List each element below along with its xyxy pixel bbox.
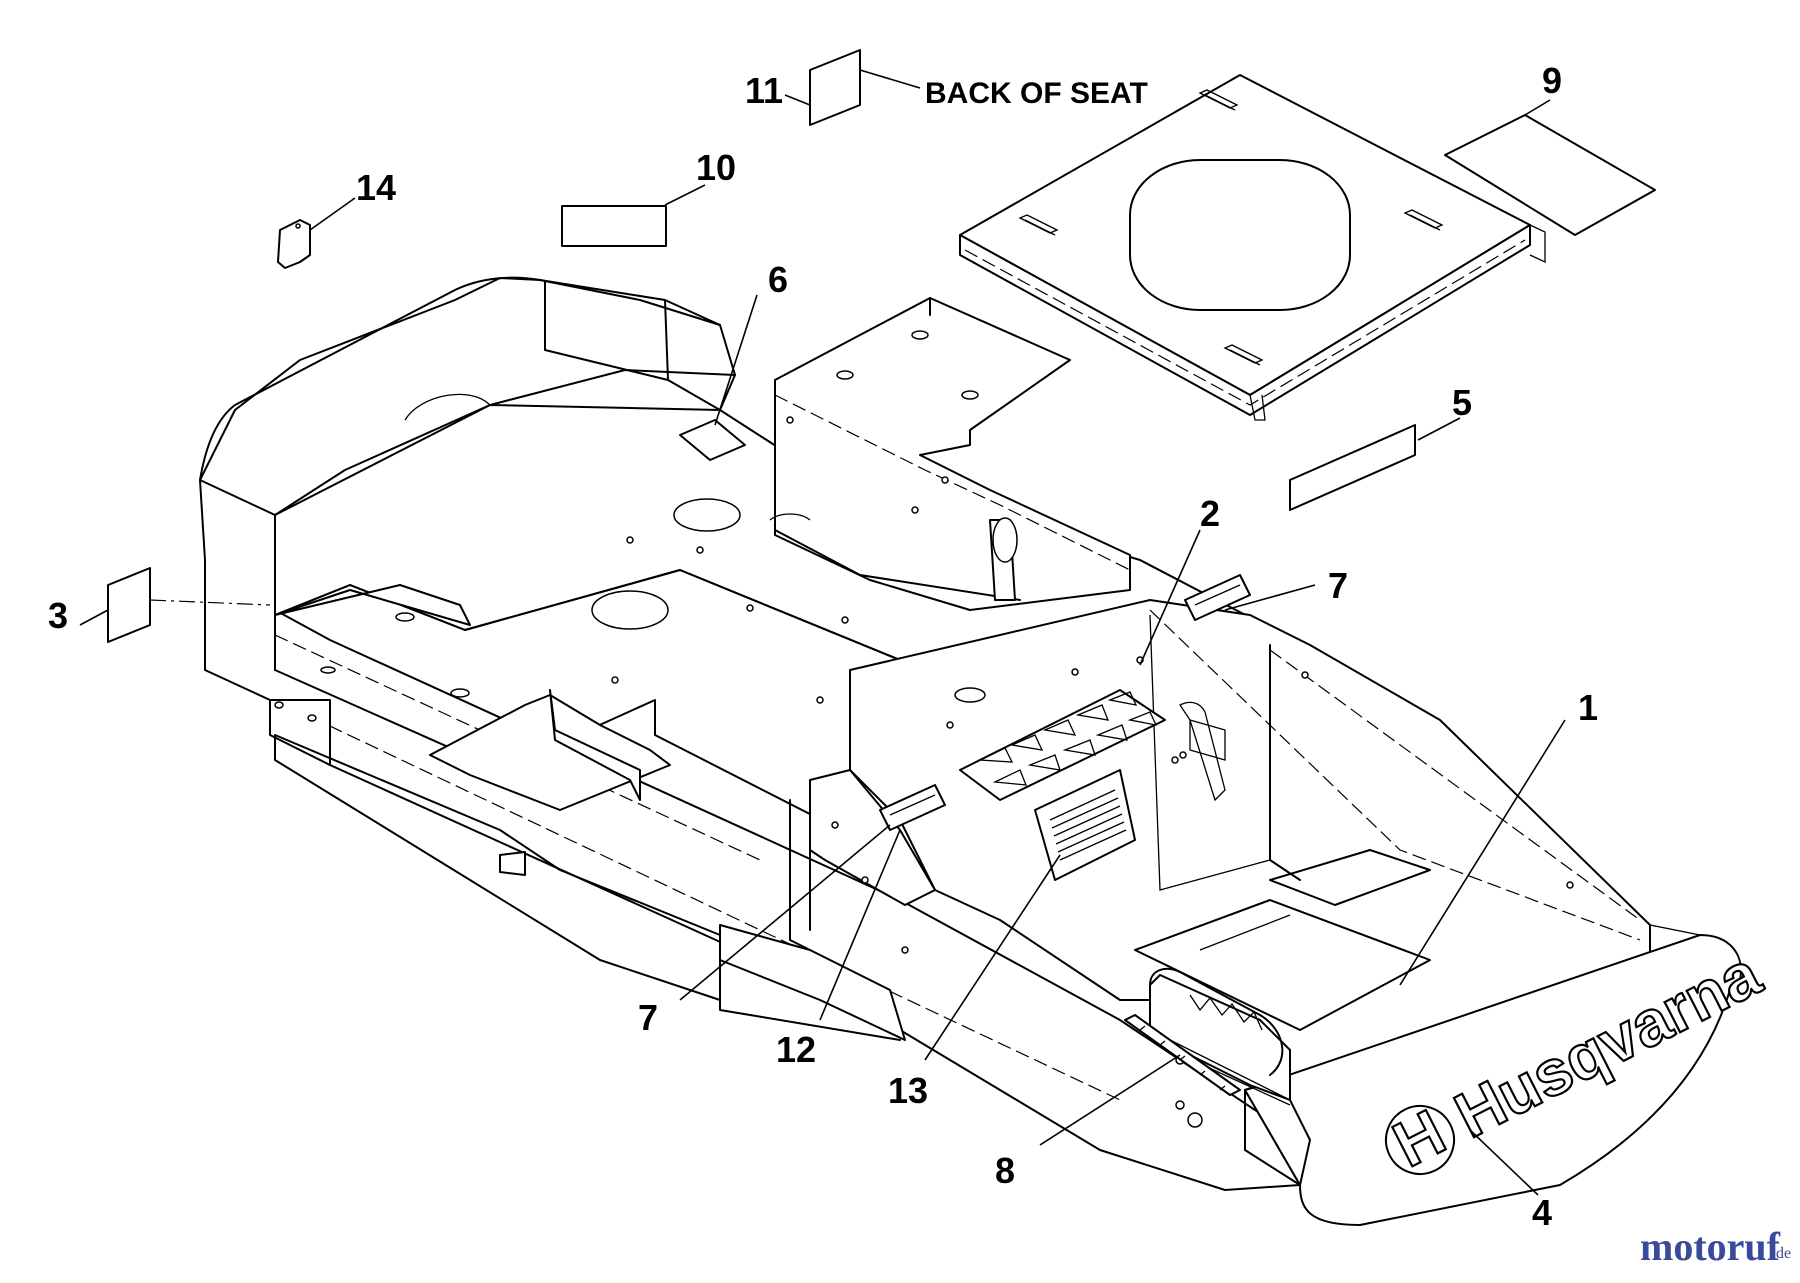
watermark-main: motoruf: [1640, 1224, 1781, 1269]
decal-1-floor-mat: [1269, 849, 1431, 906]
callout-12: 12: [776, 1029, 816, 1070]
chassis-frame: [199, 276, 1742, 1226]
warning-label-lines: [1049, 789, 1127, 861]
watermark-suffix: .de: [1772, 1245, 1791, 1262]
decal-7-left: [879, 784, 946, 831]
callout-7-right: 7: [1328, 565, 1348, 606]
back-of-seat-note: BACK OF SEAT: [925, 77, 1148, 110]
decal-9: [1444, 114, 1656, 236]
callout-5: 5: [1452, 382, 1472, 423]
watermark: motoruf .de: [1640, 1224, 1791, 1269]
safety-icon-strip: [977, 691, 1158, 786]
callout-9: 9: [1542, 60, 1562, 101]
decal-11: [809, 49, 861, 126]
seat-plate: [959, 74, 1546, 421]
decal-14: [277, 219, 311, 269]
callout-11: 11: [745, 70, 783, 111]
callout-4: 4: [1532, 1192, 1552, 1233]
loose-decals: [107, 49, 1656, 643]
decal-3: [107, 567, 151, 643]
callout-14: 14: [356, 167, 396, 208]
callout-3: 3: [48, 595, 68, 636]
decal-5: [1289, 424, 1416, 511]
callout-labels: 1 2 3 4 5 6 7 7 8 9 10 11 12 13 14 BACK …: [48, 60, 1598, 1233]
callout-2: 2: [1200, 493, 1220, 534]
decal-8-scale: [1124, 1014, 1241, 1096]
decal-2-safety-icons: [959, 689, 1166, 801]
decal-13-warning-label: [1034, 769, 1136, 881]
decal-10: [561, 205, 667, 247]
callout-13: 13: [888, 1070, 928, 1111]
decal-7-right: [1184, 574, 1251, 621]
callout-7-left: 7: [638, 997, 658, 1038]
decal-6: [679, 419, 746, 461]
callout-6: 6: [768, 259, 788, 300]
callout-1: 1: [1578, 687, 1598, 728]
callout-10: 10: [696, 147, 736, 188]
leader-lines: [79, 69, 1566, 1196]
callout-8: 8: [995, 1150, 1015, 1191]
